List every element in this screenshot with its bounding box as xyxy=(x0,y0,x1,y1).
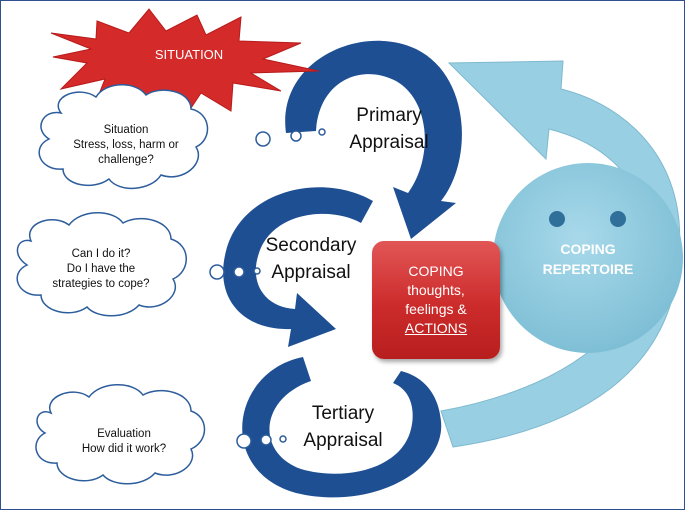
primary-arc xyxy=(285,40,462,239)
can-i-thought-cloud xyxy=(16,212,261,317)
situation-thought-cloud xyxy=(38,84,326,190)
situation-burst-label: SITUATION xyxy=(154,47,224,62)
repertoire-line2: REPERTOIRE xyxy=(542,261,634,278)
tertiary-arc xyxy=(242,357,442,498)
coping-repertoire-face xyxy=(493,163,683,353)
primary-line2: Appraisal xyxy=(349,131,429,153)
tertiary-line2: Appraisal xyxy=(303,429,383,451)
repertoire-line1: COPING xyxy=(560,241,616,257)
coping-box-line2: thoughts, xyxy=(407,282,465,299)
primary-line1: Primary xyxy=(356,105,422,126)
secondary-line2: Appraisal xyxy=(271,261,351,283)
coping-box-line3: feelings & xyxy=(405,301,467,317)
face-left-eye xyxy=(549,211,565,227)
face-right-eye xyxy=(610,211,626,227)
situation-cloud-text: Situation Stress, loss, harm or challeng… xyxy=(51,123,201,168)
situation-cloud-line3: challenge? xyxy=(98,153,154,166)
evaluation-cloud-line2: How did it work? xyxy=(81,442,167,455)
situation-cloud-line1: Situation xyxy=(103,124,149,136)
secondary-line1: Secondary xyxy=(265,235,357,256)
primary-appraisal-title: Primary Appraisal xyxy=(319,103,459,156)
can-i-cloud-line1: Can I do it? xyxy=(71,248,131,260)
tertiary-appraisal-title: Tertiary Appraisal xyxy=(273,401,413,454)
can-i-cloud-line2: Do I have the xyxy=(66,262,136,275)
coping-box-line1: COPING xyxy=(408,263,464,280)
coping-repertoire-label: COPING REPERTOIRE xyxy=(528,239,648,280)
can-i-cloud-text: Can I do it? Do I have the strategies to… xyxy=(21,247,181,292)
secondary-appraisal-title: Secondary Appraisal xyxy=(241,233,381,286)
evaluation-cloud-line1: Evaluation xyxy=(97,428,151,440)
secondary-arc xyxy=(223,187,373,347)
evaluation-thought-cloud xyxy=(35,384,287,485)
situation-cloud-line2: Stress, loss, harm or xyxy=(73,138,179,151)
tertiary-line1: Tertiary xyxy=(311,403,375,424)
can-i-cloud-line3: strategies to cope? xyxy=(52,277,150,290)
coping-box-line4: ACTIONS xyxy=(404,319,468,336)
coping-actions-box: COPING thoughts, feelings & ACTIONS xyxy=(372,241,500,359)
evaluation-cloud-text: Evaluation How did it work? xyxy=(49,427,199,457)
